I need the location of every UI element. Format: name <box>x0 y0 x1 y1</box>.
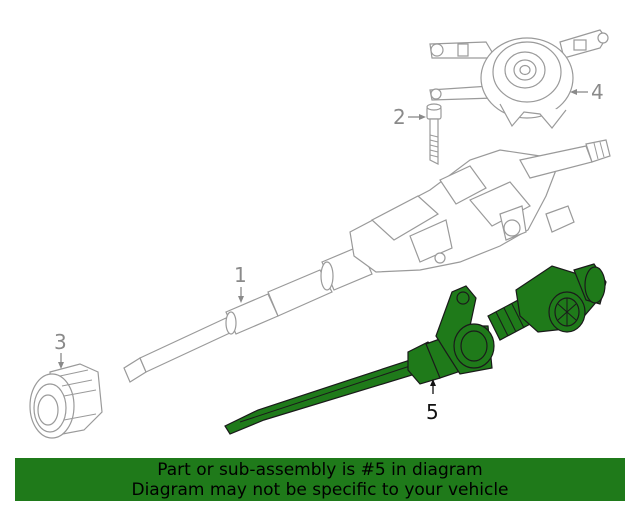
callout-4-label: 4 <box>591 80 604 104</box>
part-2-bolt[interactable] <box>426 103 442 165</box>
part-1-steering-column[interactable] <box>123 139 611 383</box>
banner-line-2: Diagram may not be specific to your vehi… <box>131 480 509 500</box>
banner-line-1: Part or sub-assembly is #5 in diagram <box>157 460 483 480</box>
callout-3-label: 3 <box>54 330 67 354</box>
info-banner: Part or sub-assembly is #5 in diagram Di… <box>15 458 625 501</box>
callout-2: 2 <box>393 105 426 129</box>
part-3-bearing[interactable] <box>29 363 103 439</box>
parts-diagram: 4 2 1 <box>29 29 611 439</box>
part-4-combination-switch[interactable] <box>429 29 609 129</box>
callout-2-label: 2 <box>393 105 406 129</box>
callout-4: 4 <box>570 80 604 104</box>
callout-5: 5 <box>426 379 439 424</box>
callout-1-label: 1 <box>234 263 247 287</box>
part-5-intermediate-shaft[interactable] <box>224 263 607 435</box>
callout-3: 3 <box>54 330 67 369</box>
callout-1: 1 <box>234 263 247 303</box>
callout-5-label: 5 <box>426 400 439 424</box>
